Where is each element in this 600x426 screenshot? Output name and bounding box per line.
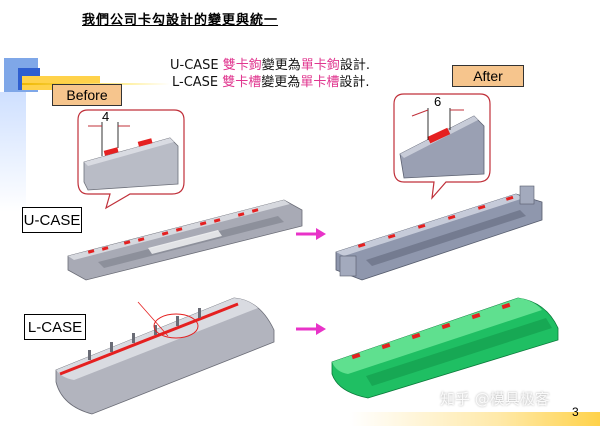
decorative-bottom-bar — [350, 412, 600, 426]
after-detail-callout: 6 — [393, 93, 491, 200]
after-label: After — [452, 65, 524, 87]
before-ucase-part — [67, 199, 303, 281]
desc-ucase-mid: 變更為 — [261, 58, 301, 73]
after-clip — [427, 127, 451, 144]
lcase-label: L-CASE — [24, 314, 86, 340]
desc-ucase-hl2: 單卡鉤 — [300, 58, 340, 73]
page-number: 3 — [572, 405, 579, 419]
arrow-right-icon — [296, 228, 326, 240]
before-clip-left — [103, 147, 119, 156]
description-line-ucase: U-CASE 雙卡鉤變更為單卡鉤設計. — [170, 54, 370, 73]
before-lcase-highlight-circle — [153, 313, 199, 339]
before-detail-callout: 4 — [77, 109, 185, 210]
before-label: Before — [52, 84, 122, 106]
watermark: 知乎 @模具极客 — [440, 390, 550, 408]
desc-lcase-post: 設計. — [339, 75, 370, 90]
desc-lcase-pre: L-CASE — [172, 75, 223, 90]
desc-lcase-mid: 變更為 — [261, 75, 301, 90]
desc-lcase-hl1: 雙卡槽 — [222, 75, 262, 90]
desc-ucase-post: 設計. — [339, 58, 370, 73]
after-dimension-label: 6 — [434, 94, 441, 109]
decorative-gradient-strip — [0, 92, 26, 212]
before-clip-right — [137, 138, 153, 147]
desc-ucase-hl1: 雙卡鉤 — [222, 58, 262, 73]
after-lcase-part — [331, 297, 559, 399]
before-dimension-label: 4 — [102, 109, 109, 124]
page-title: 我們公司卡勾設計的變更與統一 — [82, 13, 279, 28]
after-ucase-part — [335, 185, 543, 281]
desc-lcase-hl2: 單卡槽 — [300, 75, 340, 90]
arrow-right-icon — [296, 323, 326, 335]
desc-ucase-pre: U-CASE — [170, 58, 223, 73]
before-lcase-part — [55, 297, 275, 415]
ucase-label: U-CASE — [22, 207, 82, 233]
description-line-lcase: L-CASE 雙卡槽變更為單卡槽設計. — [172, 71, 369, 90]
